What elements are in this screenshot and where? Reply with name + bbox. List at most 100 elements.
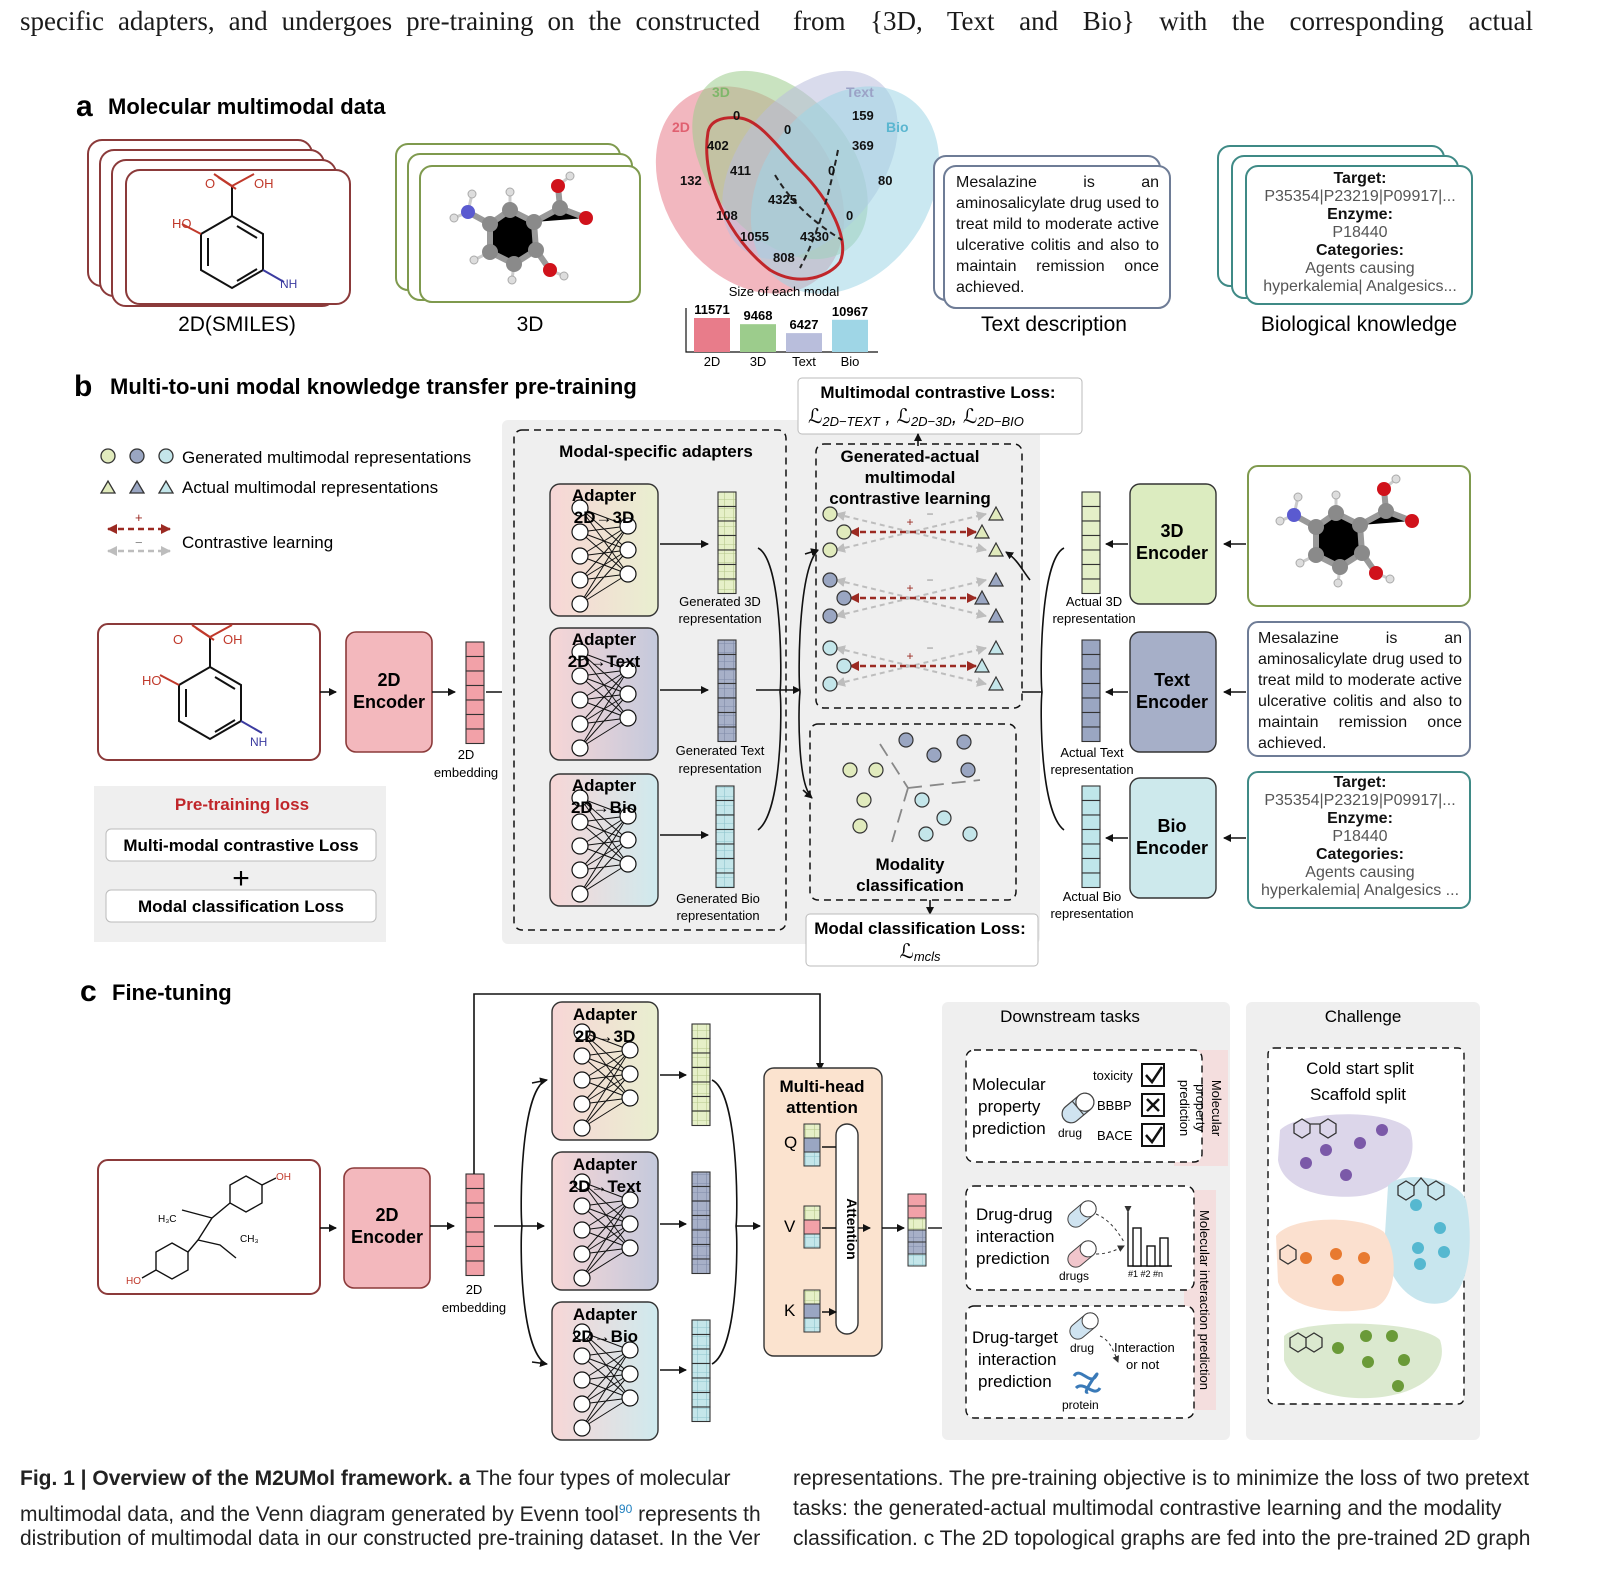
mcls-loss-term: ℒmcls [899,941,941,964]
adapter-3d-c-label: 2D→3D [575,1027,635,1046]
svg-text:0: 0 [828,163,835,178]
mol-3d-card-stack [395,143,641,303]
caption-fig-label: Fig. 1 | Overview of the M2UMol framewor… [20,1467,453,1490]
atom-ho-b: HO [142,673,162,688]
svg-text:108: 108 [716,208,738,223]
bio-b-categories-label: Categories: [1315,846,1405,863]
caption-right-3: classification. c The 2D topological gra… [793,1527,1531,1550]
svg-text:4325: 4325 [768,192,797,207]
dti-label-1: Drug-target [972,1328,1058,1347]
adapter-text-b [549,627,659,761]
svg-text:0: 0 [846,208,853,223]
size-bar-tick-text: Text [792,354,816,369]
act-3d-label-1: Actual 3D [1066,594,1122,609]
encoder-2d-c-label-2: Encoder [351,1227,423,1247]
q-vector [803,1123,821,1167]
mpp-drug-label: drug [1058,1126,1082,1140]
svg-text:+: + [906,649,913,663]
adapter-bio-c-word: Adapter [573,1305,638,1324]
text-desc-a: Mesalazine is an aminosalicylate drug us… [956,174,1159,296]
generated-rep-vectors-c [691,1023,711,1423]
adapter-3d-b-word: Adapter [572,486,637,505]
qvk-vectors [803,1123,821,1333]
caption-line1-rest: The four types of molecular [475,1467,731,1490]
ddi-label-3: prediction [976,1249,1050,1268]
encoder-text-label-1: Text [1154,670,1190,690]
venn-label-3d: 3D [712,84,730,100]
body-text-left: specific adapters, and undergoes pre-tra… [20,6,760,36]
mpp-side-label-3: prediction [1177,1080,1192,1136]
cold-start-label: Cold start split [1306,1059,1414,1078]
bio-categories-value-2: hyperkalemia| Analgesics... [1263,278,1457,295]
text-desc-b: Mesalazine is an aminosalicylate drug us… [1258,630,1462,752]
protein-icon [1072,1371,1102,1394]
gen-3d-label-1: Generated 3D [679,594,761,609]
bio-categories-label: Categories: [1315,242,1405,259]
legend-plus: + [135,510,143,525]
legend-generated: Generated multimodal representations [182,448,471,467]
toxicity-label: toxicity [1093,1068,1133,1083]
gen-text-label-2: representation [678,761,761,776]
adapter-bio-b [549,773,659,907]
atom-ho: HO [172,216,192,231]
encoder-3d-label-2: Encoder [1136,543,1208,563]
embedding-cells-c [465,1173,485,1277]
venn-set-bio [750,86,940,294]
attention-bar [835,1123,859,1335]
svg-text:+: + [906,581,913,595]
act-bio-label-2: representation [1050,906,1133,921]
mpp-label-2: property [978,1097,1041,1116]
drug-capsule-icon-2 [1069,1312,1099,1340]
loss2-box [105,889,377,923]
svg-text:0: 0 [733,108,740,123]
caption-left-2: multimodal data, and the Venn diagram ge… [20,1494,760,1530]
encoder-2d-c [343,1167,431,1289]
adapter-3d-b [549,483,659,617]
drug-capsule-icon [1061,1092,1095,1124]
atom-ho-c: HO [126,1276,141,1287]
venn-region-counts: 0 159 0 369 402 411 0 132 80 4325 108 0 … [680,108,892,265]
k-vector [803,1289,821,1333]
svg-text:808: 808 [773,250,795,265]
mcls-loss-box [805,913,1039,967]
act-bio-vector [1081,785,1101,889]
cross-icon [1146,1098,1160,1112]
dti-label-3: prediction [978,1372,1052,1391]
bbbp-label: BBBP [1097,1098,1132,1113]
encoder-text [1129,631,1217,753]
embedding-b-label-1: 2D [458,747,475,762]
panel-a-title: Molecular multimodal data [108,94,386,119]
bio-b-enzyme-value: P18440 [1332,828,1388,845]
interaction-label-1: Interaction [1114,1340,1175,1355]
label-3d: 3D [517,313,544,336]
bio-target-label: Target: [1333,170,1387,187]
loss1-box [105,828,377,862]
gen-text-vector [717,639,737,743]
bio-b-enzyme-label: Enzyme: [1327,810,1393,827]
svg-text:−: − [926,507,933,521]
caption-ref[interactable]: 90 [618,1502,633,1516]
text-desc-card [933,155,1171,309]
bio-card-b: Target: P35354|P23219|P09917|... Enzyme:… [1250,774,1470,900]
size-bar-value-3d: 9468 [744,308,773,323]
bio-b-target-value: P35354|P23219|P09917|... [1264,792,1456,809]
size-bar-value-text: 6427 [790,317,819,332]
modality-label-1: Modality [876,855,945,874]
adapter-3d-b-label: 2D→3D [574,508,634,527]
label-2d-smiles: 2D(SMILES) [178,313,296,336]
generated-rep-vectors-b [715,491,737,889]
encoder-2d-b-label-2: Encoder [353,692,425,712]
adapters-title: Modal-specific adapters [559,442,753,461]
adapter-bio-c-label: 2D→Bio [572,1327,638,1346]
svg-text:369: 369 [852,138,874,153]
protein-label: protein [1062,1398,1099,1412]
bio-input-b [1247,771,1471,909]
panel-b-title: Multi-to-uni modal knowledge transfer pr… [110,374,637,399]
svg-text:402: 402 [707,138,729,153]
svg-text:159: 159 [852,108,874,123]
atom-o: O [205,176,215,191]
size-bar-3d [740,324,776,352]
venn-label-text: Text [846,84,874,100]
ddi-label-2: interaction [976,1227,1054,1246]
act-bio-label-1: Actual Bio [1063,889,1122,904]
